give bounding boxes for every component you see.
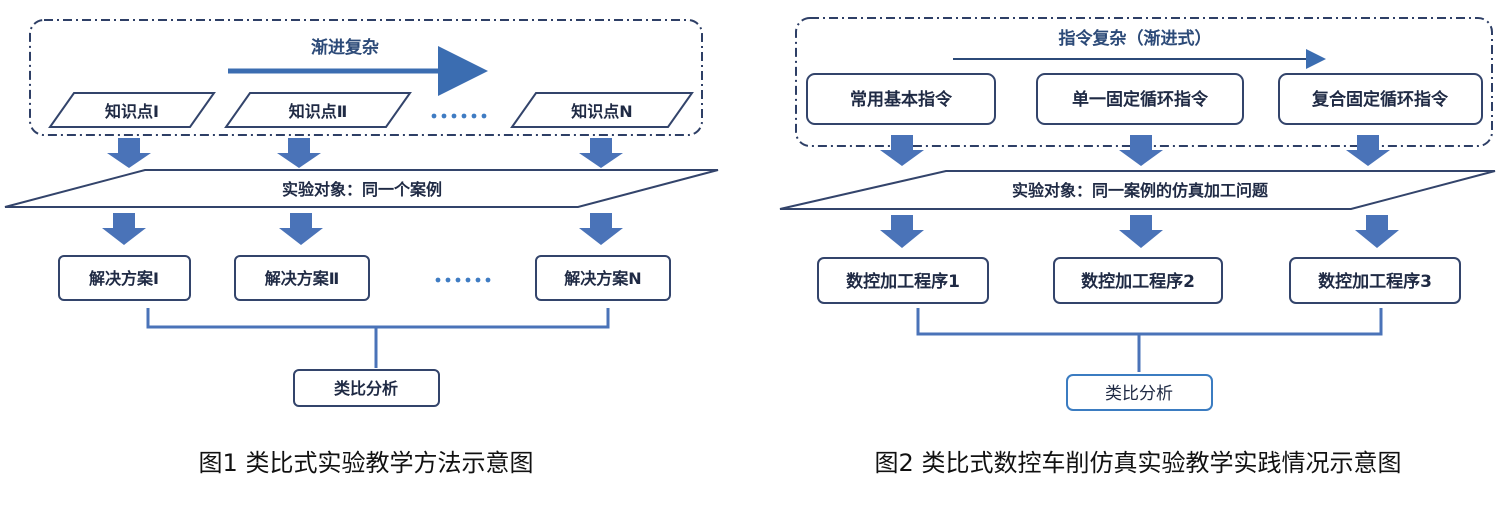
svg-text:知识点Ⅱ: 知识点Ⅱ: [289, 102, 348, 121]
fig2-program-1: 数控加工程序1: [817, 257, 989, 304]
fig1-knowledge-point-n: 知识点N: [510, 92, 694, 128]
fig2-down-arrows-row1: [880, 135, 1390, 166]
fig1-analogy-analysis: 类比分析: [293, 369, 440, 407]
fig2-instruction-3: 复合固定循环指令: [1278, 73, 1483, 125]
fig1-solution-1: 解决方案Ⅰ: [58, 255, 191, 301]
fig1-caption: 图1 类比式实验教学方法示意图: [199, 449, 534, 477]
fig2-header-text: 指令复杂（渐进式）: [1059, 28, 1212, 49]
svg-text:实验对象：同一案例的仿真加工问题: 实验对象：同一案例的仿真加工问题: [1012, 181, 1269, 200]
svg-text:类比分析: 类比分析: [1105, 384, 1173, 404]
svg-text:单一固定循环指令: 单一固定循环指令: [1072, 89, 1209, 110]
svg-text:解决方案Ⅱ: 解决方案Ⅱ: [265, 269, 340, 288]
svg-text:实验对象：同一个案例: 实验对象：同一个案例: [282, 180, 442, 199]
svg-text:知识点Ⅰ: 知识点Ⅰ: [105, 102, 159, 121]
fig1-knowledge-point-1: 知识点Ⅰ: [48, 92, 216, 128]
fig2-experiment-object: 实验对象：同一案例的仿真加工问题: [779, 170, 1496, 210]
fig1-experiment-object: 实验对象：同一个案例: [4, 169, 719, 208]
svg-text:数控加工程序1: 数控加工程序1: [846, 271, 960, 292]
svg-text:知识点N: 知识点N: [571, 102, 632, 121]
fig2-instruction-2: 单一固定循环指令: [1036, 73, 1244, 125]
fig2-program-2: 数控加工程序2: [1053, 257, 1223, 304]
fig2-caption: 图2 类比式数控车削仿真实验教学实践情况示意图: [875, 449, 1402, 477]
svg-text:解决方案N: 解决方案N: [564, 269, 641, 288]
figure-1: 渐进复杂 知识点Ⅰ 知识点Ⅱ 知识点N 实验对象：同一个: [4, 19, 719, 477]
fig1-down-arrows-row1: [107, 138, 623, 168]
fig1-down-arrows-row2: [102, 213, 623, 245]
svg-text:类比分析: 类比分析: [334, 379, 398, 398]
fig2-down-arrows-row2: [880, 215, 1399, 248]
fig2-program-3: 数控加工程序3: [1289, 257, 1461, 304]
figure-2: 指令复杂（渐进式） 常用基本指令 单一固定循环指令 复合固定循环指令 实验对象：…: [779, 17, 1496, 477]
svg-text:数控加工程序2: 数控加工程序2: [1081, 271, 1195, 292]
fig1-dashed-frame: [29, 19, 703, 136]
svg-text:解决方案Ⅰ: 解决方案Ⅰ: [89, 269, 159, 288]
fig1-header-text: 渐进复杂: [311, 37, 379, 58]
fig2-bracket: [916, 308, 1383, 372]
fig1-ellipsis-2: [435, 277, 491, 283]
fig1-knowledge-point-2: 知识点Ⅱ: [224, 92, 412, 128]
fig2-instruction-1: 常用基本指令: [806, 73, 996, 125]
svg-text:复合固定循环指令: 复合固定循环指令: [1311, 89, 1449, 110]
fig1-solution-2: 解决方案Ⅱ: [234, 255, 370, 301]
fig1-ellipsis-1: [431, 113, 487, 119]
svg-text:常用基本指令: 常用基本指令: [850, 89, 953, 110]
svg-text:数控加工程序3: 数控加工程序3: [1318, 271, 1432, 292]
fig1-bracket: [146, 308, 610, 368]
fig1-solution-n: 解决方案N: [535, 255, 671, 301]
fig2-analogy-analysis: 类比分析: [1066, 374, 1213, 411]
